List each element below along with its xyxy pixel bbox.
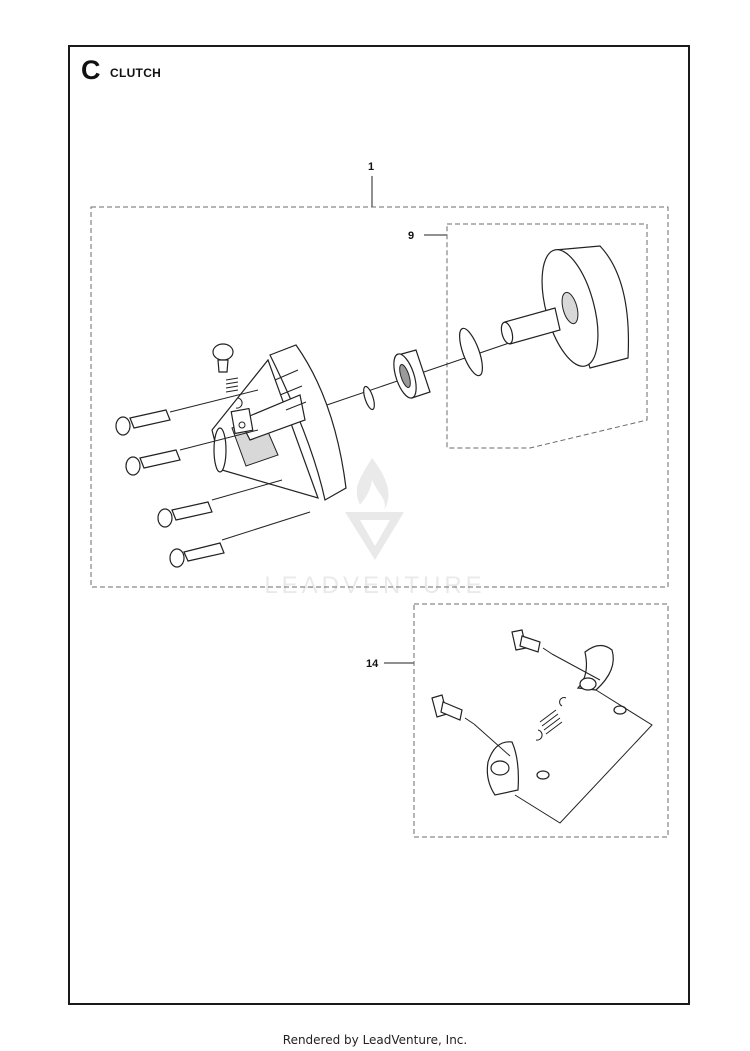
screw-3[interactable] bbox=[157, 479, 283, 528]
callout-label-14[interactable]: 14 bbox=[366, 658, 379, 670]
diagram-frame bbox=[68, 45, 690, 1005]
shoe-bolt-upper[interactable] bbox=[511, 629, 553, 655]
clutch-shoe-lower[interactable] bbox=[486, 741, 519, 796]
footer-credit: Rendered by LeadVenture, Inc. bbox=[282, 1033, 468, 1047]
clutch-shoe-upper[interactable] bbox=[576, 644, 614, 691]
shoe-bolt-lower[interactable] bbox=[431, 694, 475, 725]
shoe-washer-upper[interactable] bbox=[613, 705, 627, 715]
needle-bearing[interactable] bbox=[389, 349, 431, 401]
locking-pin[interactable] bbox=[212, 343, 234, 373]
watermark-brand: LEADVENTURE bbox=[264, 572, 485, 599]
screw-1[interactable] bbox=[115, 389, 259, 436]
shoe-washer-lower[interactable] bbox=[536, 770, 550, 780]
watermark-logo bbox=[345, 458, 404, 560]
section-letter: C bbox=[81, 55, 101, 85]
group-box-14 bbox=[413, 603, 669, 838]
bearing-washer[interactable] bbox=[361, 385, 376, 411]
drum-washer[interactable] bbox=[455, 326, 487, 378]
clutch-housing[interactable] bbox=[211, 344, 347, 501]
callout-label-1[interactable]: 1 bbox=[368, 161, 374, 173]
section-title: CLUTCH bbox=[110, 66, 162, 80]
group-box-9 bbox=[446, 223, 648, 449]
shoe-assembly-guides bbox=[473, 653, 653, 824]
pin-spring[interactable] bbox=[225, 377, 239, 393]
screw-2[interactable] bbox=[125, 429, 259, 476]
pin-clip[interactable] bbox=[235, 397, 243, 409]
screw-4[interactable] bbox=[169, 511, 311, 568]
group-box-1 bbox=[90, 206, 669, 588]
callout-label-9[interactable]: 9 bbox=[408, 230, 414, 242]
clutch-spring[interactable] bbox=[535, 697, 567, 741]
clutch-drum[interactable] bbox=[499, 244, 630, 372]
